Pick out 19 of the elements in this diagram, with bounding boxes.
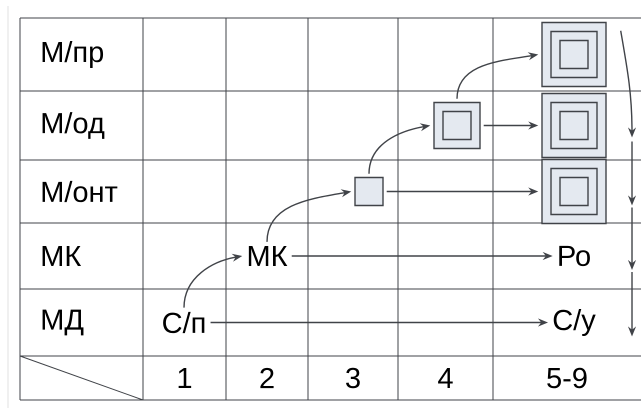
row-header: М/од bbox=[42, 112, 104, 139]
column-number: 1 bbox=[178, 368, 192, 388]
row-header: МК bbox=[42, 246, 82, 266]
row-header: М/онт bbox=[42, 180, 118, 202]
column-number: 5-9 bbox=[547, 368, 587, 388]
stage-label: МК bbox=[248, 246, 288, 266]
stage-label: Ро bbox=[559, 246, 590, 266]
triple-square bbox=[541, 92, 607, 158]
column-number: 4 bbox=[438, 368, 453, 388]
stage-label: С/у bbox=[554, 308, 596, 336]
row-header: М/пр bbox=[42, 40, 104, 68]
stage-label: С/п bbox=[163, 312, 204, 334]
double-square bbox=[433, 102, 481, 150]
column-number: 2 bbox=[260, 368, 274, 388]
row-header: МД bbox=[42, 310, 84, 336]
square bbox=[354, 176, 384, 206]
triple-square bbox=[541, 22, 607, 88]
column-number: 3 bbox=[346, 368, 360, 388]
triple-square bbox=[541, 158, 607, 224]
